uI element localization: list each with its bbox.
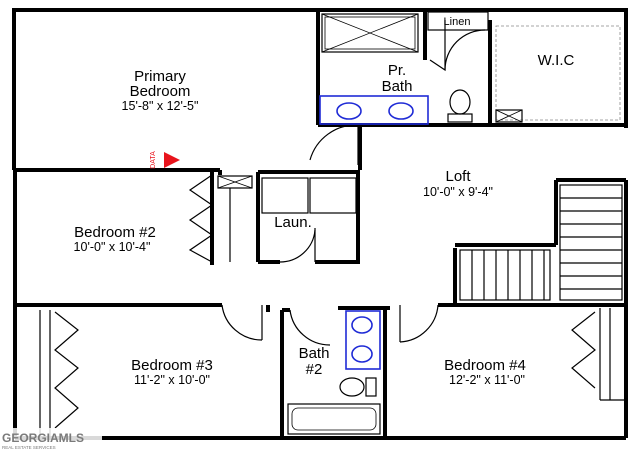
primary-bedroom-label-line2: Bedroom xyxy=(130,83,191,100)
data-marker: DATA xyxy=(150,151,180,169)
laundry-label: Laun. xyxy=(274,214,312,231)
bedroom3-dimensions: 11'-2" x 10'-0" xyxy=(134,373,210,387)
georgiamls-watermark: GEORGIAMLS REAL ESTATE SERVICES xyxy=(0,428,102,450)
bath2-label-line2: #2 xyxy=(306,361,323,378)
interior-walls xyxy=(14,10,626,438)
toilet xyxy=(449,89,471,115)
doors xyxy=(39,20,626,438)
bedroom2-label: Bedroom #2 xyxy=(74,224,156,241)
data-marker-label: DATA xyxy=(150,151,157,169)
primary-bath-fixtures xyxy=(319,13,473,125)
exterior-walls xyxy=(12,8,628,440)
bathtub xyxy=(287,403,381,435)
bath2-label-line1: Bath xyxy=(299,345,330,362)
linen-label: Linen xyxy=(444,16,471,28)
bedroom4-dimensions: 12'-2" x 11'-0" xyxy=(449,373,525,387)
stairs xyxy=(459,184,623,301)
watermark-tagline: REAL ESTATE SERVICES xyxy=(2,445,56,450)
primary-bedroom-dimensions: 15'-8" x 12'-5" xyxy=(122,99,199,113)
loft-dimensions: 10'-0" x 9'-4" xyxy=(423,185,493,199)
bath2-fixtures xyxy=(287,310,381,435)
laundry-appliances xyxy=(217,175,357,262)
bedroom4-label: Bedroom #4 xyxy=(444,357,526,374)
loft-label: Loft xyxy=(445,168,471,185)
primary-bedroom-label-line1: Primary xyxy=(134,68,186,85)
bath2-vanity xyxy=(345,310,381,370)
primary-bath-label-line2: Bath xyxy=(382,78,413,95)
primary-bath-label-line1: Pr. xyxy=(388,62,406,79)
wic-label: W.I.C xyxy=(538,52,575,69)
room-labels: Primary Bedroom 15'-8" x 12'-5" Pr. Bath… xyxy=(74,16,575,387)
watermark-brand: GEORGIAMLS xyxy=(2,431,84,445)
double-vanity xyxy=(319,95,429,125)
closets xyxy=(427,11,621,123)
bath2-toilet xyxy=(339,377,365,397)
bedroom3-label: Bedroom #3 xyxy=(131,357,213,374)
bedroom2-dimensions: 10'-0" x 10'-4" xyxy=(74,240,151,254)
